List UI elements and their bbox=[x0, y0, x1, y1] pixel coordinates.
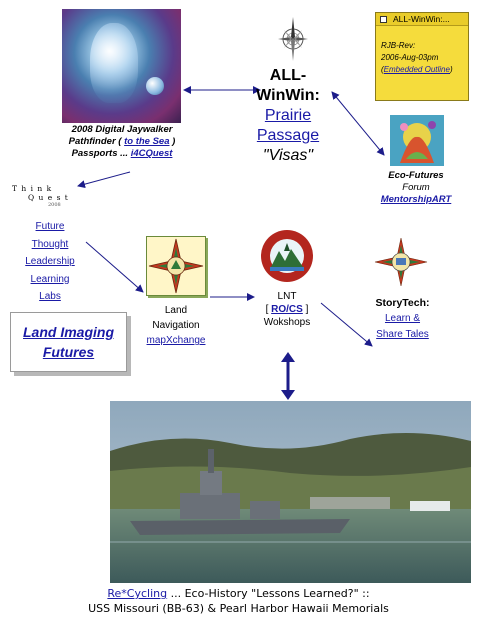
arrow-jaywalker-thinkquest bbox=[77, 171, 131, 189]
embedded-outline-link[interactable]: Embedded Outline bbox=[383, 65, 450, 74]
storytech-caption: StoryTech: Learn & Share Tales bbox=[355, 295, 450, 343]
jaywalker-line2: Pathfinder ( to the Sea ) bbox=[68, 136, 176, 147]
jaywalker-image[interactable] bbox=[62, 9, 181, 123]
future-links: Future Thought Leadership Learning Labs bbox=[20, 218, 80, 306]
jaywalker-line1: 2008 Digital Jaywalker bbox=[71, 124, 173, 135]
lnt-line1: LNT bbox=[277, 291, 297, 302]
lnt-caption: LNT [ RO/CS ] Wokshops bbox=[247, 290, 327, 329]
lnt-line2: [ RO/CS ] bbox=[265, 304, 309, 315]
title-line5: "Visas" bbox=[262, 147, 314, 164]
sticky-menu-icon[interactable] bbox=[380, 15, 387, 23]
land-imaging-text: Land Imaging Futures bbox=[11, 313, 126, 362]
land-navigation-caption: Land Navigation mapXchange bbox=[135, 303, 217, 348]
share-tales-link[interactable]: Share Tales bbox=[376, 329, 429, 340]
bottom-caption: Re*Cycling ... Eco-History "Lessons Lear… bbox=[0, 586, 477, 616]
labs-link[interactable]: Labs bbox=[39, 291, 61, 302]
mapxchange-link[interactable]: mapXchange bbox=[146, 335, 206, 346]
land-imaging-box[interactable]: Land Imaging Futures bbox=[10, 312, 127, 372]
sticky-line1: RJB-Rev: bbox=[381, 41, 416, 50]
land-navigation-image[interactable] bbox=[146, 236, 206, 296]
sticky-title-bar[interactable]: ALL-WinWin:... bbox=[376, 13, 468, 26]
leadership-link[interactable]: Leadership bbox=[25, 256, 75, 267]
future-link[interactable]: Future bbox=[35, 221, 65, 232]
sticky-line2: 2006-Aug-03pm bbox=[381, 53, 439, 62]
passage-link[interactable]: Passage bbox=[256, 127, 320, 144]
scout-compass-icon bbox=[148, 238, 204, 294]
thinkquest-row2: Q u e s t bbox=[28, 193, 69, 202]
lnt-line3: Wokshops bbox=[263, 317, 311, 328]
glass-face-shape bbox=[90, 23, 138, 103]
bottom-line1: Re*Cycling ... Eco-History "Lessons Lear… bbox=[107, 587, 370, 600]
eco-line1: Eco-Futures bbox=[388, 170, 444, 181]
recycling-link[interactable]: Re*Cycling bbox=[107, 587, 168, 600]
thinkquest-logo[interactable]: T h i n k Q u e s t 2008 bbox=[12, 184, 72, 218]
arrow-lnt-ship-head-down bbox=[281, 390, 295, 400]
arrow-lnt-ship-head-up bbox=[281, 352, 295, 362]
eco-futures-image[interactable] bbox=[390, 115, 444, 166]
sticky-line3: (Embedded Outline) bbox=[381, 65, 453, 74]
landnav-line1: Land bbox=[164, 305, 188, 316]
land-imaging-link[interactable]: Land Imaging bbox=[23, 324, 114, 340]
futures-link[interactable]: Futures bbox=[42, 344, 95, 360]
water-drop-shape bbox=[146, 77, 164, 95]
uss-missouri-photo[interactable] bbox=[110, 401, 471, 583]
sticky-title: ALL-WinWin:... bbox=[393, 14, 450, 24]
arrow-lnt-storytech bbox=[320, 302, 373, 347]
storytech-title: StoryTech: bbox=[375, 297, 430, 309]
arrow-title-eco bbox=[331, 91, 385, 156]
rocs-link[interactable]: RO/CS bbox=[271, 304, 303, 315]
title-block: ALL- WinWin: Prairie Passage "Visas" bbox=[238, 66, 338, 166]
mentorshipart-link[interactable]: MentorshipART bbox=[380, 194, 452, 205]
landnav-line2: Navigation bbox=[152, 320, 200, 331]
eco-line2: Forum bbox=[402, 182, 430, 193]
battleship-scene bbox=[110, 401, 471, 583]
learning-link[interactable]: Learning bbox=[30, 273, 70, 285]
thought-link[interactable]: Thought bbox=[31, 238, 69, 250]
leave-no-trace-logo[interactable] bbox=[255, 229, 319, 284]
sticky-note[interactable]: ALL-WinWin:... RJB-Rev: 2006-Aug-03pm (E… bbox=[375, 12, 469, 101]
sticky-body: RJB-Rev: 2006-Aug-03pm (Embedded Outline… bbox=[376, 26, 468, 76]
eco-futures-caption: Eco-Futures Forum MentorshipART bbox=[350, 170, 477, 206]
bottom-line2: USS Missouri (BB-63) & Pearl Harbor Hawa… bbox=[88, 602, 389, 615]
prairie-link[interactable]: Prairie bbox=[264, 107, 312, 124]
title-line1: ALL- bbox=[269, 67, 307, 84]
thinkquest-row1: T h i n k bbox=[12, 184, 53, 193]
thinkquest-sub: 2008 bbox=[48, 202, 61, 208]
i4cquest-link[interactable]: i4CQuest bbox=[130, 148, 173, 159]
compass-rose-icon bbox=[278, 17, 308, 61]
title-line2: WinWin: bbox=[256, 87, 320, 104]
learn-share-link[interactable]: Learn & bbox=[384, 313, 421, 324]
jaywalker-caption: 2008 Digital Jaywalker Pathfinder ( to t… bbox=[58, 124, 186, 160]
arrow-future-landnav bbox=[85, 241, 144, 293]
to-the-sea-link[interactable]: to the Sea bbox=[124, 136, 170, 147]
jaywalker-line3: Passports ... i4CQuest bbox=[71, 148, 173, 159]
storytech-image[interactable] bbox=[374, 237, 428, 287]
